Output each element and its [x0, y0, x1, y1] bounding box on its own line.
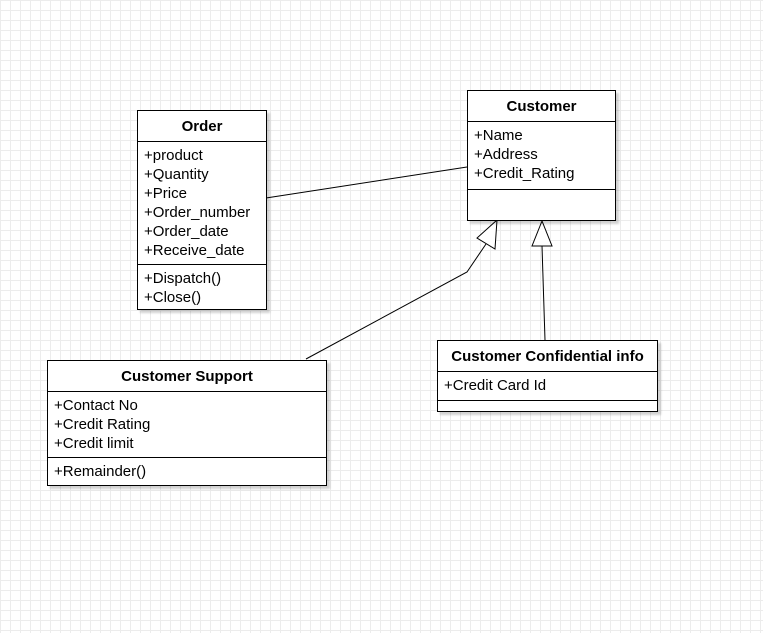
- attribute-quantity: +Quantity: [144, 166, 209, 183]
- attribute-credit-card-id: +Credit Card Id: [444, 377, 547, 394]
- class-customer[interactable]: Customer +Name +Address +Credit_Rating: [467, 90, 616, 221]
- class-customer-confidential-info-name: Customer Confidential info: [438, 341, 657, 372]
- operation-close: +Close(): [144, 289, 202, 306]
- class-order-attributes: +product +Quantity +Price +Order_number …: [138, 142, 266, 265]
- class-customer-confidential-info-operations: [438, 401, 657, 411]
- class-customer-name: Customer: [468, 91, 615, 122]
- class-customer-attributes: +Name +Address +Credit_Rating: [468, 122, 615, 190]
- class-order[interactable]: Order +product +Quantity +Price +Order_n…: [137, 110, 267, 310]
- class-customer-support-attributes: +Contact No +Credit Rating +Credit limit: [48, 392, 326, 458]
- association-order-customer[interactable]: [265, 166, 468, 199]
- attribute-contact-no: +Contact No: [54, 397, 138, 414]
- attribute-receive-date: +Receive_date: [144, 242, 245, 259]
- attribute-order-number: +Order_number: [144, 204, 251, 221]
- attribute-order-date: +Order_date: [144, 223, 229, 240]
- attribute-price: +Price: [144, 185, 187, 202]
- class-customer-support[interactable]: Customer Support +Contact No +Credit Rat…: [47, 360, 327, 486]
- operation-remainder: +Remainder(): [54, 463, 147, 480]
- attribute-address: +Address: [474, 146, 538, 163]
- generalization-support-customer-line[interactable]: [305, 243, 487, 360]
- generalization-confidential-customer-line[interactable]: [541, 245, 546, 341]
- class-customer-confidential-info[interactable]: Customer Confidential info +Credit Card …: [437, 340, 658, 412]
- attribute-product: +product: [144, 147, 203, 164]
- class-order-name: Order: [138, 111, 266, 142]
- attribute-credit-rating: +Credit_Rating: [474, 165, 575, 182]
- class-customer-operations: [468, 190, 615, 220]
- attribute-credit-limit: +Credit limit: [54, 435, 134, 452]
- attribute-credit-rating: +Credit Rating: [54, 416, 151, 433]
- generalization-support-customer-arrowhead: [476, 218, 498, 250]
- operation-dispatch: +Dispatch(): [144, 270, 222, 287]
- class-order-operations: +Dispatch() +Close(): [138, 265, 266, 309]
- class-customer-confidential-info-attributes: +Credit Card Id: [438, 372, 657, 401]
- class-customer-support-name: Customer Support: [48, 361, 326, 392]
- attribute-name: +Name: [474, 127, 523, 144]
- class-customer-support-operations: +Remainder(): [48, 458, 326, 485]
- generalization-confidential-customer-arrowhead: [531, 219, 553, 247]
